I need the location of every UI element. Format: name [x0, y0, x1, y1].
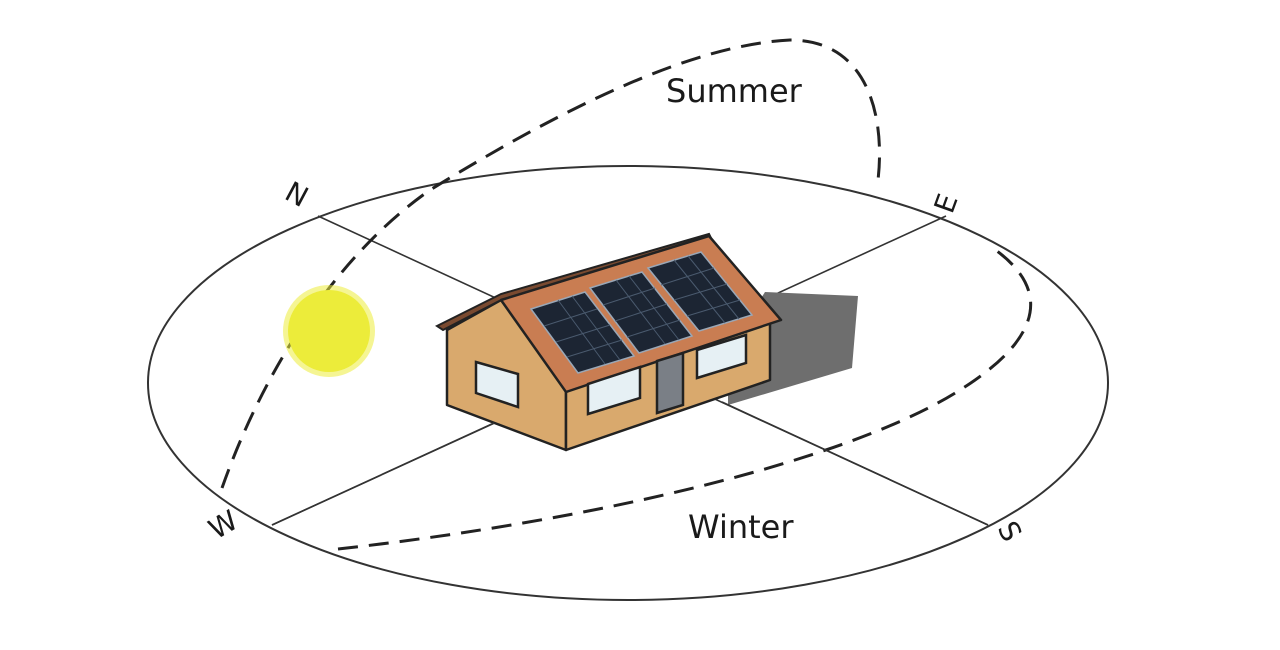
north-south-axis-front	[721, 401, 989, 526]
summer-label: Summer	[666, 72, 803, 110]
winter-label: Winter	[688, 508, 794, 546]
solar-panel-grid	[543, 255, 741, 365]
front-window-left	[586, 365, 642, 416]
front-door	[655, 351, 685, 415]
solar-panel-icon	[529, 251, 754, 374]
sun-icon	[283, 285, 375, 377]
winter-sun-path	[337, 244, 1033, 551]
front-window-right	[695, 333, 748, 380]
side-window	[474, 360, 520, 409]
solar-panel-1	[529, 291, 636, 374]
horizon-ellipse	[147, 165, 1109, 601]
east-label: E	[928, 189, 965, 217]
west-east-axis-front	[271, 422, 495, 526]
south-label: S	[991, 516, 1028, 547]
north-label: N	[280, 175, 314, 214]
house-icon	[435, 232, 858, 452]
